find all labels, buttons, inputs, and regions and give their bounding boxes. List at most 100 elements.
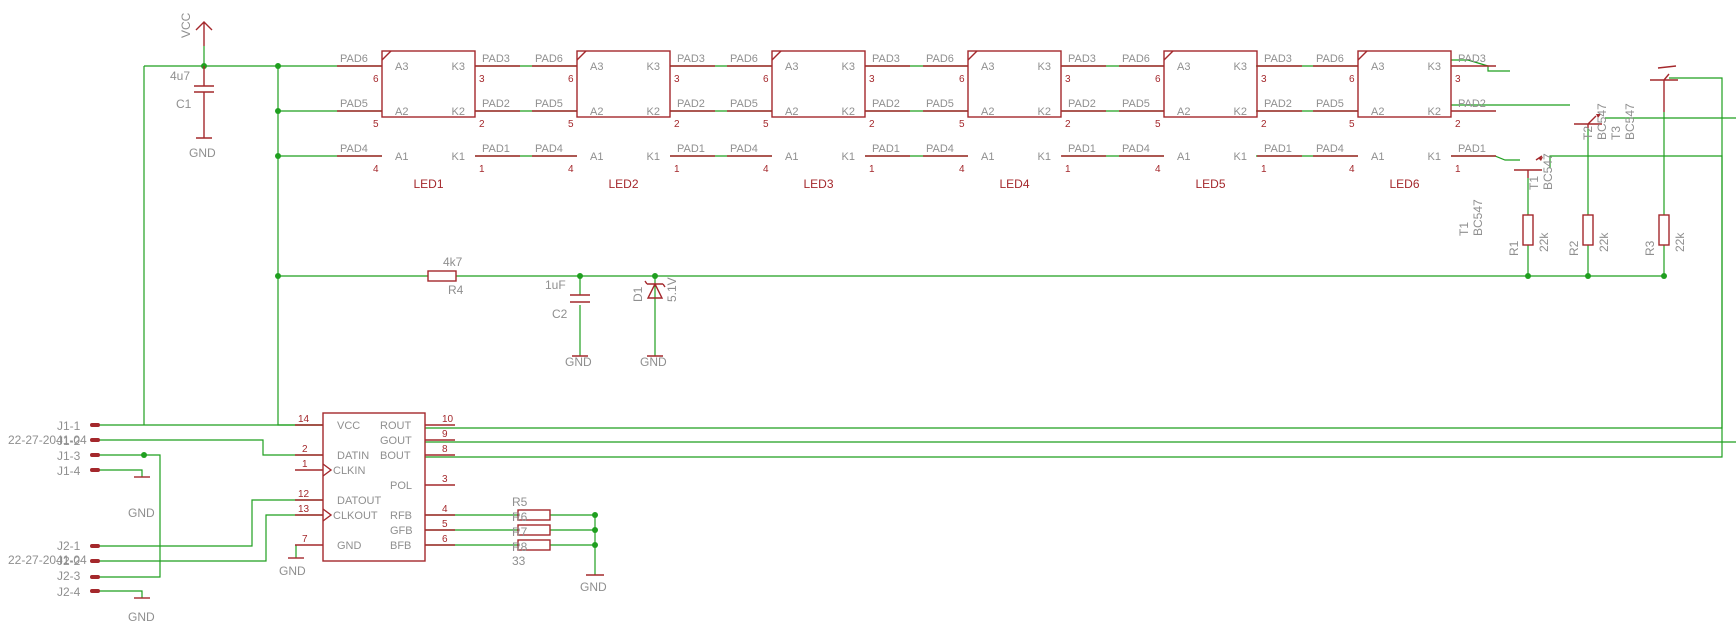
- r7-name: R7: [512, 525, 528, 539]
- led-pin-a1: A1: [590, 151, 603, 163]
- led-pin-a1: A1: [1177, 151, 1190, 163]
- led-pad4: PAD4: [730, 143, 758, 155]
- led-pin-k2: K2: [452, 106, 465, 118]
- vcc-label: VCC: [179, 12, 193, 38]
- led-pinnum-6: 6: [959, 74, 965, 85]
- j2-pin-4: J2-4: [57, 585, 81, 599]
- led-pin-a2: A2: [590, 106, 603, 118]
- led-pinnum-5: 5: [763, 119, 769, 130]
- transistor-t3: T3 BC547: [1609, 65, 1678, 140]
- led-name: LED3: [803, 177, 833, 191]
- led-name: LED1: [413, 177, 443, 191]
- led-name: LED2: [608, 177, 638, 191]
- led-pad1: PAD1: [1068, 143, 1096, 155]
- led-pinnum-5: 5: [1155, 119, 1161, 130]
- led-pad5: PAD5: [1122, 98, 1150, 110]
- d1-name: D1: [631, 286, 645, 302]
- t1b-value: BC547: [1471, 199, 1485, 236]
- led-pin-a1: A1: [981, 151, 994, 163]
- ic-pin-13-label: CLKOUT: [333, 510, 378, 522]
- led-2: A3A2A1K3K2K1654321PAD6PAD5PAD4PAD3PAD2PA…: [532, 50, 715, 191]
- led-pinnum-4: 4: [1349, 164, 1355, 175]
- j1-pin-2: J1-2: [57, 434, 81, 448]
- j1-part-number: 22-27-2041-04: [8, 433, 87, 447]
- led-pad4: PAD4: [926, 143, 954, 155]
- feedback-resistors: R5 R6 R7 R8 33 GND: [512, 495, 607, 594]
- led-pin-a3: A3: [395, 61, 408, 73]
- led-pinnum-3: 3: [869, 74, 875, 85]
- led-pad1: PAD1: [482, 143, 510, 155]
- r1-name: R1: [1507, 240, 1521, 256]
- t2-name: T2: [1581, 126, 1595, 140]
- led-pin-a3: A3: [1177, 61, 1190, 73]
- led-pin-k3: K3: [1428, 61, 1441, 73]
- led-pad6: PAD6: [1122, 53, 1150, 65]
- led-pin-a2: A2: [981, 106, 994, 118]
- ic-pin-2-label: DATIN: [337, 450, 369, 462]
- resistor-r4: 4k7 R4: [427, 255, 464, 297]
- t3-value: BC547: [1623, 103, 1637, 140]
- j1-pin-1: J1-1: [57, 419, 81, 433]
- led-pad1: PAD1: [677, 143, 705, 155]
- ic-pin-14-num: 14: [298, 414, 310, 425]
- led-pinnum-1: 1: [869, 164, 875, 175]
- ic-pin-3-num: 3: [442, 474, 448, 485]
- junction-dots: [141, 63, 1667, 548]
- led-pinnum-6: 6: [763, 74, 769, 85]
- led-pinnum-2: 2: [869, 119, 875, 130]
- resistor-r3: R3 22k: [1643, 214, 1687, 256]
- vcc-symbol: VCC: [179, 12, 213, 46]
- led-pin-k1: K1: [647, 151, 660, 163]
- led-pad6: PAD6: [730, 53, 758, 65]
- led-pin-k2: K2: [1038, 106, 1051, 118]
- led-pin-a3: A3: [981, 61, 994, 73]
- r8-name: R8: [512, 540, 528, 554]
- led-pad1: PAD1: [1264, 143, 1292, 155]
- led-pad5: PAD5: [926, 98, 954, 110]
- r3-name: R3: [1643, 240, 1657, 256]
- led-pin-k2: K2: [1234, 106, 1247, 118]
- j1-gnd-label: GND: [128, 506, 155, 520]
- zener-d1: D1 5.1V GND: [631, 277, 679, 369]
- led-pin-k1: K1: [1234, 151, 1247, 163]
- j2-gnd-label: GND: [128, 610, 155, 624]
- led-pin-a1: A1: [1371, 151, 1384, 163]
- led-pinnum-1: 1: [1065, 164, 1071, 175]
- c1-gnd-label: GND: [189, 146, 216, 160]
- t3-name: T3: [1609, 126, 1623, 140]
- led-pinnum-2: 2: [1065, 119, 1071, 130]
- led-pinnum-2: 2: [479, 119, 485, 130]
- r1-value: 22k: [1537, 232, 1551, 252]
- led-pin-a1: A1: [785, 151, 798, 163]
- t2-value: BC547: [1595, 103, 1609, 140]
- led-pinnum-2: 2: [1455, 119, 1461, 130]
- ic-pin-13-num: 13: [298, 504, 310, 515]
- led-pin-a2: A2: [1371, 106, 1384, 118]
- d1-gnd-label: GND: [640, 355, 667, 369]
- ic-pin-9-num: 9: [442, 429, 448, 440]
- led-pin-k3: K3: [647, 61, 660, 73]
- led-pinnum-4: 4: [1155, 164, 1161, 175]
- ic-pin-12-num: 12: [298, 489, 310, 500]
- transistor-t1: T1 BC547 T1 BC547: [1457, 153, 1555, 236]
- d1-value: 5.1V: [665, 277, 679, 302]
- ic-pin-5-label: GFB: [390, 525, 413, 537]
- led-pinnum-3: 3: [1261, 74, 1267, 85]
- led-pad3: PAD3: [1458, 53, 1486, 65]
- ic-pin-6-num: 6: [442, 534, 448, 545]
- ic-gnd-label: GND: [279, 564, 306, 578]
- r2-value: 22k: [1597, 232, 1611, 252]
- c1-value: 4u7: [170, 69, 190, 83]
- led-4: A3A2A1K3K2K1654321PAD6PAD5PAD4PAD3PAD2PA…: [923, 50, 1106, 191]
- led-pin-a1: A1: [395, 151, 408, 163]
- led-pin-a3: A3: [1371, 61, 1384, 73]
- led-pad1: PAD1: [1458, 143, 1486, 155]
- r2-name: R2: [1567, 240, 1581, 256]
- resistor-r2: R2 22k: [1567, 214, 1611, 256]
- ic-pin-7-num: 7: [302, 534, 308, 545]
- led-pinnum-6: 6: [1155, 74, 1161, 85]
- led-pad3: PAD3: [1068, 53, 1096, 65]
- led-pinnum-5: 5: [568, 119, 574, 130]
- led-pin-k2: K2: [1428, 106, 1441, 118]
- ic-pin-12-label: DATOUT: [337, 495, 381, 507]
